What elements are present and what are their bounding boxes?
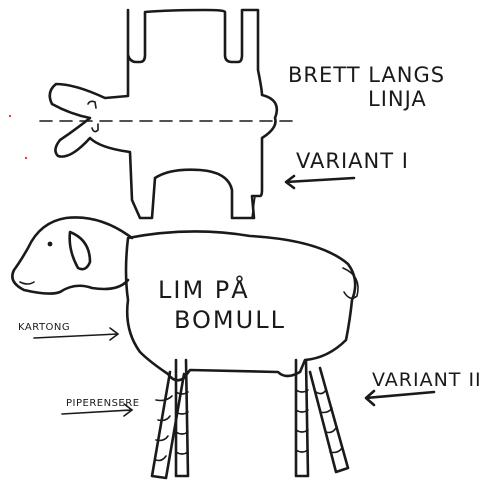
sheep-eye [48, 242, 53, 247]
leg-front-left [152, 372, 184, 478]
scan-speck [9, 115, 11, 117]
cutout-outline [50, 10, 277, 218]
variant-1-arrow [286, 176, 354, 188]
fold-instruction-line-1: BRETT LANGS [288, 63, 445, 87]
cardboard-label: KARTONG [18, 322, 70, 333]
glue-instruction-line-2: BOMULL [174, 306, 286, 334]
leg-back-left [296, 360, 308, 476]
pipe-cleaner-label: PIPERENSERE [66, 398, 140, 409]
sheep-ear [70, 232, 90, 269]
variant-1-label: VARIANT I [296, 149, 409, 173]
scan-speck [25, 157, 27, 159]
leg-front-right [176, 360, 188, 476]
variant-2-arrow [366, 391, 434, 405]
glue-instruction-line-1: LIM PÅ [158, 275, 250, 304]
variant-2-sheep [12, 217, 358, 478]
variant-1-cutout [40, 10, 300, 218]
variant-2-label: VARIANT II [372, 369, 482, 391]
fold-instruction-line-2: LINJA [368, 87, 427, 111]
leg-back-right [310, 368, 348, 472]
